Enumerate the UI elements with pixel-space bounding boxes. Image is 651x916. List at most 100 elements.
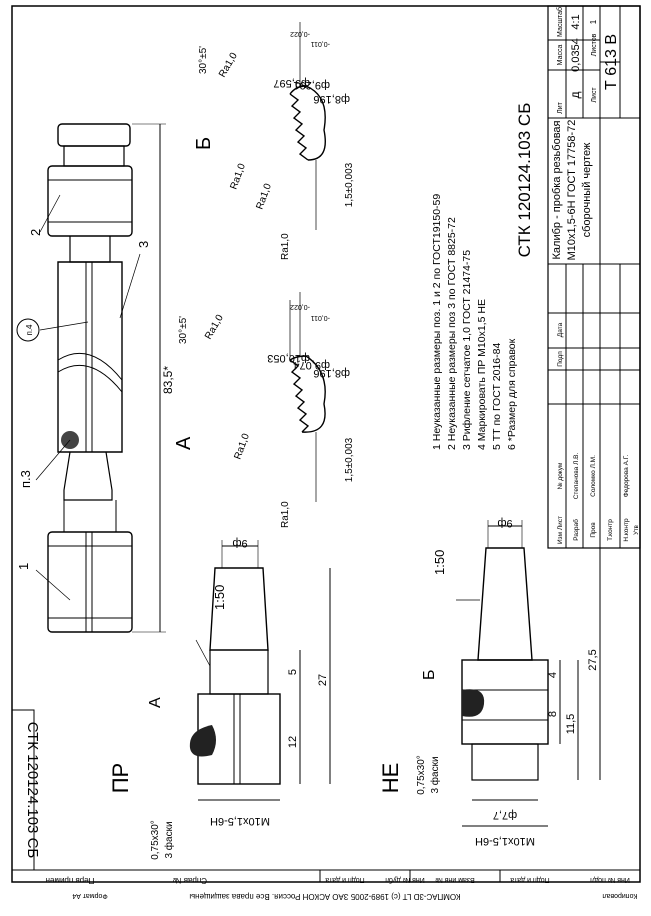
stamp-podp-data-2: Подп и дата <box>510 876 549 883</box>
detail-a-ra-mid: Ra1,0 <box>232 432 252 461</box>
note-2: 2 Неуказанные размеры поз 3 по ГОСТ 8825… <box>446 217 458 450</box>
detail-b-ra-top: Ra1,0 <box>217 51 240 80</box>
ne-dim-4: 4 <box>547 672 559 678</box>
pr-view: 9ф 1:50 А 27 5 12 ПР 0,75x30° 3 фаски M1… <box>108 537 331 860</box>
ne-view: 9ф 1:50 Б 27,5 4 8 11,5 НЕ 0,75x30° 3 фа… <box>378 517 601 847</box>
note-1: 1 Неуказанные размеры поз. 1 и 2 по ГОСТ… <box>431 194 443 450</box>
handle-body <box>57 261 123 453</box>
title-block: СТК 120124.103 СБ Калибр - пробка резьбо… <box>515 5 641 549</box>
pr-label: ПР <box>108 763 133 794</box>
detail-a-ra-top: Ra1,0 <box>203 313 226 342</box>
title-name-3: сборочный чертеж <box>581 142 593 237</box>
ne-section: Б <box>421 670 438 681</box>
ne-dia2: ф7,7 <box>493 809 517 821</box>
pr-section-fill <box>189 725 216 757</box>
pr-dim-5: 5 <box>287 669 299 675</box>
val-letter: д <box>568 91 582 98</box>
detail-b-ra-mid2: Ra1,0 <box>254 182 274 211</box>
detail-a: ф10,053 -0,022 ф9,074 -0,011 ф8,196 30°±… <box>173 292 355 528</box>
hdr-scale: Масштаб <box>556 7 564 37</box>
dim-length: 83,5* <box>161 366 175 394</box>
detail-b-d2: ф9,291 <box>293 79 330 91</box>
sig-hdr-sign: Подп <box>557 351 564 367</box>
top-knob <box>57 123 131 147</box>
title-name-2: M10x1,5-6H ГОСТ 17758-72 <box>566 120 578 261</box>
detail-a-ra-low: Ra1,0 <box>280 501 291 528</box>
detail-a-outline <box>289 355 326 433</box>
title-name-1: Калибр - пробка резьбовая <box>551 120 563 259</box>
ne-chamfer-count: 3 фаски <box>429 756 441 793</box>
side-doc-code: СТК 120124.103 СБ <box>24 722 41 859</box>
sig-hdr-name: № докум <box>557 462 564 489</box>
detail-b-d1: ф9,597 <box>273 77 310 89</box>
sig-hdr-date: Дата <box>557 322 564 337</box>
detail-b: ф9,597 -0,022 ф9,291 -0,011 ф8,196 30°±5… <box>193 22 355 260</box>
sheet-frame <box>11 5 641 883</box>
pr-chamfer-count: 3 фаски <box>163 821 175 858</box>
sig-hdr-role: Изм Лист <box>557 516 564 544</box>
leader-1 <box>35 569 71 601</box>
leader-p3 <box>35 439 71 481</box>
detail-b-step: 1,5±0,003 <box>344 162 355 207</box>
detail-b-label: Б <box>193 137 215 150</box>
ne-dim-275: 27,5 <box>587 649 599 670</box>
taper-leader <box>195 639 211 667</box>
sig-role-5: Утв <box>634 525 640 535</box>
ne-thread: M10x1,5-6H <box>475 835 535 847</box>
detail-b-teeth <box>289 93 309 161</box>
ne-dia: 9ф <box>497 517 512 529</box>
val-scale: 4:1 <box>570 14 582 29</box>
detail-a-d2: ф9,074 <box>293 359 330 371</box>
callout-p4: п.4 <box>25 324 34 336</box>
note-4: 4 Маркировать ПР M10x1,5 НЕ <box>476 299 488 450</box>
top-neck <box>63 145 125 167</box>
detail-a-label: А <box>173 436 195 450</box>
lbl-sheets: Листов <box>591 33 598 56</box>
callout-1: 1 <box>16 563 31 570</box>
detail-b-angle: 30°±5' <box>198 46 209 74</box>
upper-neck <box>69 236 111 263</box>
ne-label: НЕ <box>378 763 403 794</box>
stamp-sprav: Справ № <box>173 876 207 885</box>
ne-taper: 1:50 <box>432 550 447 575</box>
note-3: 3 Рифление сетчатое 1,0 ГОСТ 21474-75 <box>461 250 473 450</box>
pr-taper: 1:50 <box>212 585 227 610</box>
ne-section-fill <box>462 689 485 717</box>
upper-plug <box>47 165 133 237</box>
footer-format: Формат A4 <box>72 892 107 899</box>
ne-dim-8: 8 <box>547 711 559 717</box>
detail-a-angle: 30°±5' <box>178 316 189 344</box>
footer-copy: Копировал <box>602 892 637 899</box>
ne-taper-body <box>477 547 533 661</box>
sig-name-1: Степанова Л.В. <box>573 453 580 500</box>
detail-b-outline <box>289 85 326 161</box>
detail-b-ra-low: Ra1,0 <box>280 233 291 260</box>
handle-break <box>57 352 123 381</box>
leader-2 <box>39 194 61 233</box>
sig-role-3: Т.контр <box>607 519 614 541</box>
pr-dia: 9ф <box>232 537 247 549</box>
pr-chamfer: 0,75x30° <box>150 820 161 860</box>
val-mass: 0,0354 <box>570 38 582 72</box>
ne-dim-115: 11,5 <box>565 714 577 735</box>
ne-base <box>471 743 539 781</box>
stamp-perv-primen: Перв примен <box>46 876 95 885</box>
detail-a-teeth <box>289 359 310 433</box>
assembly-view: 83,5* 2 3 п.4 п.3 1 <box>16 123 175 633</box>
leader-3 <box>119 253 141 319</box>
val-sheets: 1 <box>589 19 598 24</box>
detail-b-ra-mid: Ra1,0 <box>228 162 248 191</box>
hdr-lit: Лит <box>557 101 564 114</box>
lower-plug <box>47 531 133 633</box>
note-6: 6 *Размер для справок <box>506 338 518 450</box>
note-5: 5 ТТ по ГОСТ 2016-84 <box>491 343 503 450</box>
pr-thread: M10x1,5-6H <box>210 815 270 827</box>
callout-3: 3 <box>136 241 151 248</box>
technical-notes: 1 Неуказанные размеры поз. 1 и 2 по ГОСТ… <box>431 194 518 450</box>
footer-text: КОМПАС-3D LT (с) 1989-2005 ЗАО АСКОН Рос… <box>189 892 461 901</box>
detail-b-d3: ф8,196 <box>313 93 350 105</box>
detail-b-d2-tol: -0,011 <box>311 40 330 47</box>
detail-a-d3: ф8,196 <box>313 367 350 379</box>
sig-role-1: Разраб <box>572 519 580 541</box>
